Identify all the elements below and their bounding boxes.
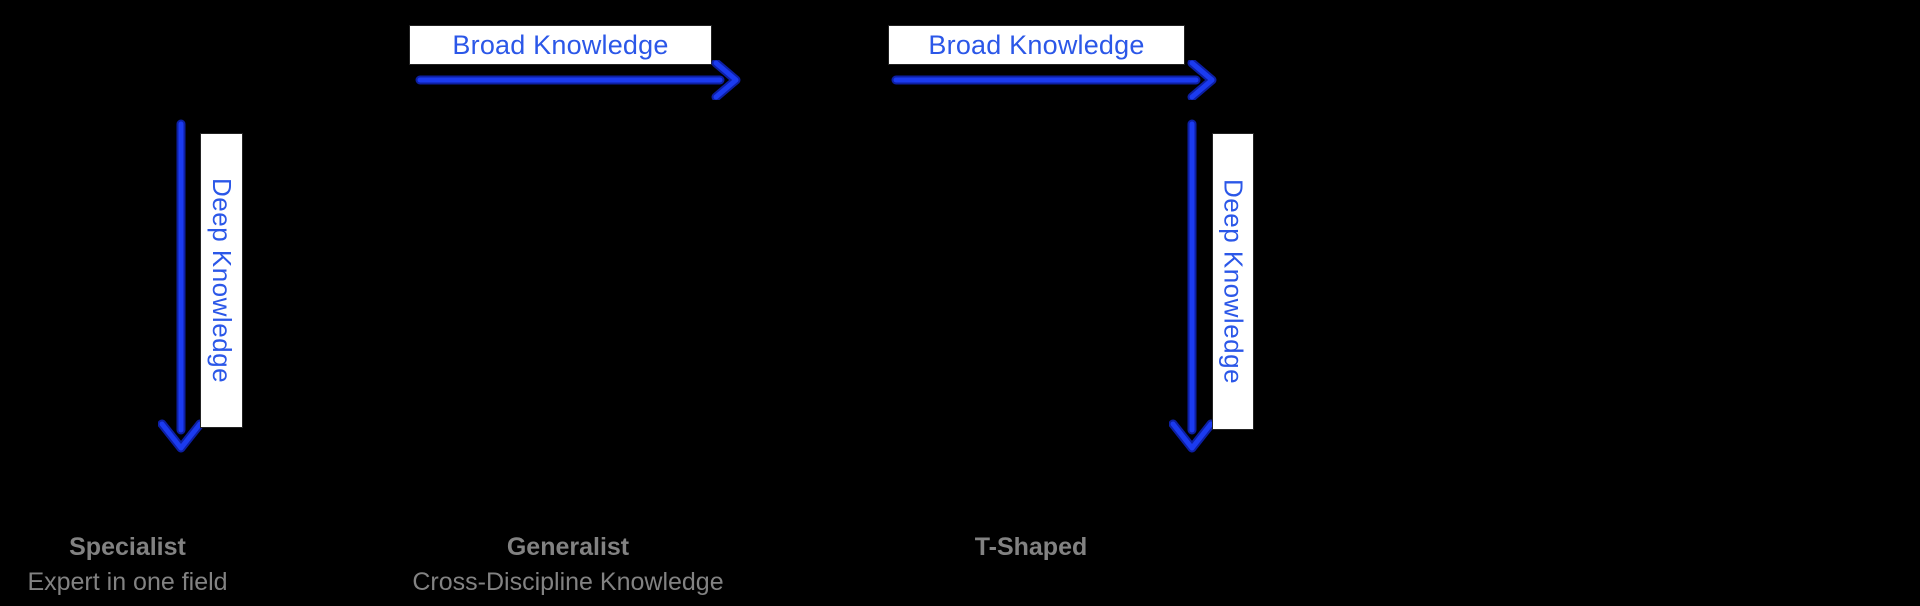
profile-caption-generalist: Generalist Cross-Discipline Knowledge <box>400 533 736 597</box>
deep-knowledge-text-left: Deep Knowledge <box>207 177 237 384</box>
profile-caption-specialist: Specialist Expert in one field <box>0 533 255 597</box>
profile-caption-t-shaped: T-Shaped <box>901 533 1161 568</box>
broad-knowledge-label-left: Broad Knowledge <box>409 25 712 65</box>
arrow-right-icon <box>415 60 741 100</box>
broad-knowledge-text-right: Broad Knowledge <box>928 29 1145 60</box>
profile-title: Generalist <box>506 533 630 561</box>
arrow-right-icon <box>891 60 1217 100</box>
profile-title: T-Shaped <box>974 533 1088 561</box>
deep-knowledge-text-right: Deep Knowledge <box>1218 178 1249 385</box>
profile-title: Specialist <box>69 533 186 561</box>
broad-knowledge-text-left: Broad Knowledge <box>452 29 669 60</box>
profile-subtitle: Cross-Discipline Knowledge <box>412 567 724 596</box>
broad-knowledge-label-right: Broad Knowledge <box>888 25 1185 65</box>
arrow-down-icon <box>1169 119 1215 453</box>
arrow-down-icon <box>158 119 204 453</box>
deep-knowledge-label-right: Deep Knowledge <box>1212 133 1254 430</box>
deep-knowledge-label-left: Deep Knowledge <box>200 133 243 428</box>
profile-subtitle: Expert in one field <box>27 567 228 596</box>
